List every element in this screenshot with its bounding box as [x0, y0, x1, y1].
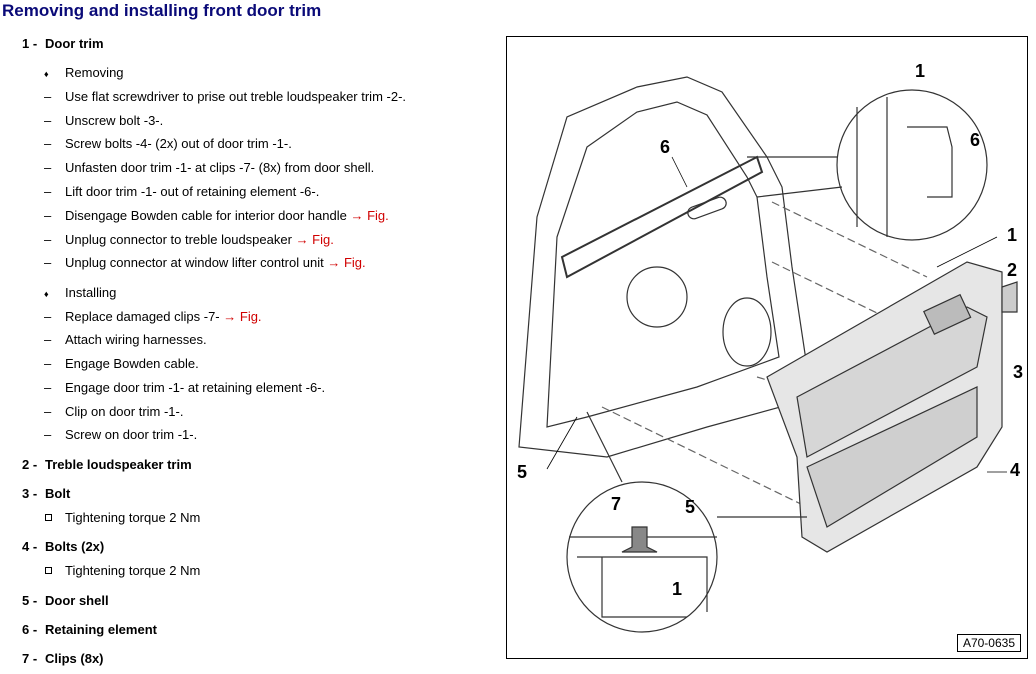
fig-link[interactable]: → Fig. — [327, 255, 366, 270]
item-number: 1 - — [22, 36, 38, 51]
item-number: 2 - — [22, 457, 38, 472]
note-text: Tightening torque 2 Nm — [65, 563, 201, 578]
callout-5: 5 — [517, 462, 528, 482]
dash-bullet: – — [44, 136, 52, 151]
exploded-view-drawing — [518, 76, 1018, 633]
callout-6-detail: 6 — [970, 130, 981, 150]
step-text: Clip on door trim -1-. — [65, 404, 184, 419]
step-text: Disengage Bowden cable for interior door… — [65, 208, 347, 223]
callout-1-detail: 1 — [915, 61, 926, 81]
page-title: Removing and installing front door trim — [2, 1, 322, 20]
step: –Unscrew bolt -3-. — [44, 113, 163, 129]
dash-bullet: – — [44, 232, 52, 247]
detail-circle-top — [836, 89, 988, 241]
fig-link[interactable]: → Fig. — [295, 232, 334, 247]
step: –Attach wiring harnesses. — [44, 332, 207, 348]
step-text: Replace damaged clips -7- — [65, 309, 220, 324]
callout-4: 4 — [1010, 460, 1021, 480]
callout-6: 6 — [660, 137, 671, 157]
callout-2: 2 — [1007, 260, 1018, 280]
step: –Screw on door trim -1-. — [44, 427, 197, 443]
figure-id: A70-0635 — [956, 634, 1021, 652]
step-text: Lift door trim -1- out of retaining elem… — [65, 184, 320, 199]
item-clips: 7 - Clips (8x) — [22, 651, 104, 667]
door-trim-figure: 1 6 6 1 2 3 4 5 7 5 1 A70-0635 — [506, 36, 1028, 659]
note-text: Tightening torque 2 Nm — [65, 510, 201, 525]
step-text: Screw on door trim -1-. — [65, 427, 198, 442]
item-door-shell: 5 - Door shell — [22, 593, 109, 609]
step: –Engage Bowden cable. — [44, 356, 199, 372]
dash-bullet: – — [44, 184, 52, 199]
callout-3: 3 — [1013, 362, 1024, 382]
dash-bullet: – — [44, 160, 52, 175]
item-label: Treble loudspeaker trim — [45, 457, 192, 472]
item-bolt: 3 - Bolt — [22, 486, 70, 502]
torque-note: Tightening torque 2 Nm — [44, 510, 200, 526]
square-bullet-icon — [44, 510, 65, 526]
step: –Screw bolts -4- (2x) out of door trim -… — [44, 136, 292, 152]
step-text: Attach wiring harnesses. — [65, 332, 207, 347]
step: –Use flat screwdriver to prise out trebl… — [44, 89, 406, 105]
item-number: 6 - — [22, 622, 38, 637]
step-text: Use flat screwdriver to prise out treble… — [65, 89, 407, 104]
item-treble-loudspeaker-trim: 2 - Treble loudspeaker trim — [22, 457, 192, 473]
item-label: Door shell — [45, 593, 109, 608]
installing-heading: ♦ Installing — [44, 285, 116, 302]
step-text: Engage door trim -1- at retaining elemen… — [65, 380, 326, 395]
step: –Clip on door trim -1-. — [44, 404, 183, 420]
torque-note: Tightening torque 2 Nm — [44, 563, 200, 579]
step: –Lift door trim -1- out of retaining ele… — [44, 184, 319, 200]
dash-bullet: – — [44, 404, 52, 419]
item-number: 7 - — [22, 651, 38, 666]
item-number: 5 - — [22, 593, 38, 608]
callout-1: 1 — [1007, 225, 1018, 245]
step-text: Engage Bowden cable. — [65, 356, 199, 371]
fig-link[interactable]: → Fig. — [223, 309, 262, 324]
item-label: Bolt — [45, 486, 71, 501]
step: –Unplug connector at window lifter contr… — [44, 255, 366, 271]
item-retaining-element: 6 - Retaining element — [22, 622, 157, 638]
step: –Disengage Bowden cable for interior doo… — [44, 208, 389, 224]
step-text: Unplug connector to treble loudspeaker — [65, 232, 292, 247]
diamond-bullet-icon: ♦ — [44, 69, 49, 79]
dash-bullet: – — [44, 309, 52, 324]
dash-bullet: – — [44, 356, 52, 371]
removing-heading: ♦ Removing — [44, 65, 124, 82]
dash-bullet: – — [44, 113, 52, 128]
heading-label: Removing — [65, 65, 124, 80]
item-number: 4 - — [22, 539, 38, 554]
callout-5-detail: 5 — [685, 497, 696, 517]
dash-bullet: – — [44, 255, 52, 270]
step: –Replace damaged clips -7- → Fig. — [44, 309, 262, 325]
item-door-trim: 1 - Door trim — [22, 36, 104, 52]
item-label: Bolts (2x) — [45, 539, 105, 554]
item-number: 3 - — [22, 486, 38, 501]
dash-bullet: – — [44, 208, 52, 223]
dash-bullet: – — [44, 332, 52, 347]
diamond-bullet-icon: ♦ — [44, 289, 49, 299]
step: –Unplug connector to treble loudspeaker … — [44, 232, 334, 248]
step-text: Screw bolts -4- (2x) out of door trim -1… — [65, 136, 292, 151]
step: –Unfasten door trim -1- at clips -7- (8x… — [44, 160, 374, 176]
callout-7-detail: 7 — [611, 494, 622, 514]
door-shell-outline — [518, 76, 818, 458]
heading-label: Installing — [65, 285, 117, 300]
step-text: Unfasten door trim -1- at clips -7- (8x)… — [65, 160, 375, 175]
step-text: Unplug connector at window lifter contro… — [65, 255, 324, 270]
item-bolts: 4 - Bolts (2x) — [22, 539, 104, 555]
dash-bullet: – — [44, 89, 52, 104]
dash-bullet: – — [44, 380, 52, 395]
square-bullet-icon — [44, 563, 65, 579]
callout-1-detail-bottom: 1 — [672, 579, 683, 599]
step: –Engage door trim -1- at retaining eleme… — [44, 380, 325, 396]
dash-bullet: – — [44, 427, 52, 442]
item-label: Retaining element — [45, 622, 157, 637]
item-label: Door trim — [45, 36, 104, 51]
item-label: Clips (8x) — [45, 651, 104, 666]
step-text: Unscrew bolt -3-. — [65, 113, 164, 128]
fig-link[interactable]: → Fig. — [350, 208, 389, 223]
